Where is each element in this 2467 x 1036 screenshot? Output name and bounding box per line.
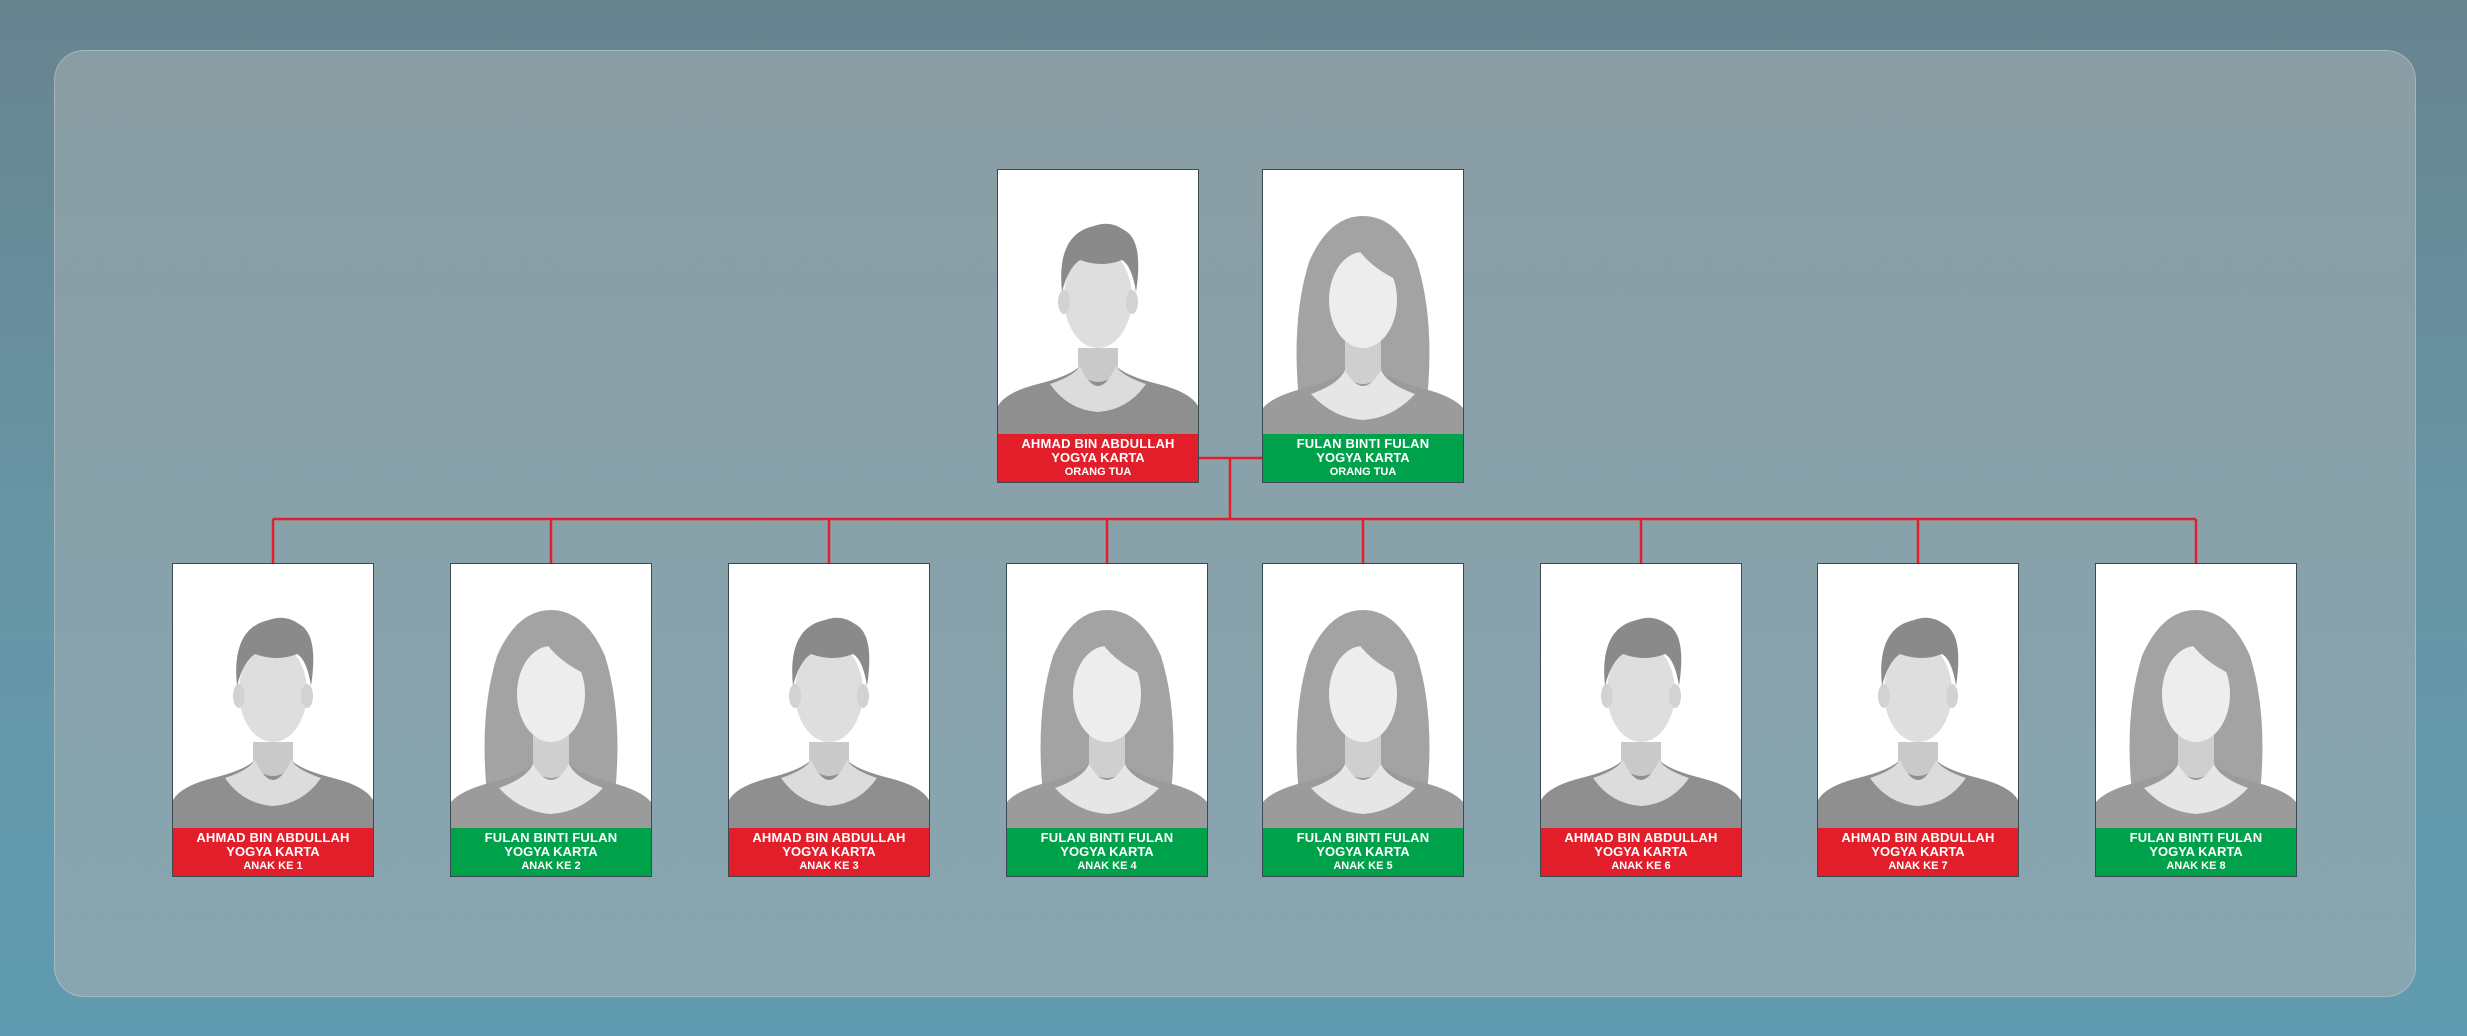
child-label: AHMAD BIN ABDULLAH YOGYA KARTA ANAK KE 7 bbox=[1818, 828, 2018, 876]
child-label: FULAN BINTI FULAN YOGYA KARTA ANAK KE 5 bbox=[1263, 828, 1463, 876]
child-card-3[interactable]: AHMAD BIN ABDULLAH YOGYA KARTA ANAK KE 3 bbox=[728, 563, 930, 877]
person-role: ANAK KE 5 bbox=[1333, 860, 1393, 872]
person-city: YOGYA KARTA bbox=[2149, 844, 2243, 859]
male-avatar-icon bbox=[729, 564, 929, 828]
person-name: AHMAD BIN ABDULLAH bbox=[1841, 830, 1995, 845]
person-name: FULAN BINTI FULAN bbox=[1040, 830, 1174, 845]
child-label: AHMAD BIN ABDULLAH YOGYA KARTA ANAK KE 6 bbox=[1541, 828, 1741, 876]
parent-card-father[interactable]: AHMAD BIN ABDULLAH YOGYA KARTA ORANG TUA bbox=[997, 169, 1199, 483]
parent-label: FULAN BINTI FULAN YOGYA KARTA ORANG TUA bbox=[1263, 434, 1463, 482]
person-city: YOGYA KARTA bbox=[1871, 844, 1965, 859]
male-avatar-icon bbox=[1818, 564, 2018, 828]
child-card-6[interactable]: AHMAD BIN ABDULLAH YOGYA KARTA ANAK KE 6 bbox=[1540, 563, 1742, 877]
person-name: FULAN BINTI FULAN bbox=[2129, 830, 2263, 845]
child-label: AHMAD BIN ABDULLAH YOGYA KARTA ANAK KE 3 bbox=[729, 828, 929, 876]
child-label: FULAN BINTI FULAN YOGYA KARTA ANAK KE 4 bbox=[1007, 828, 1207, 876]
person-city: YOGYA KARTA bbox=[1060, 844, 1154, 859]
female-avatar-icon bbox=[2096, 564, 2296, 828]
child-card-8[interactable]: FULAN BINTI FULAN YOGYA KARTA ANAK KE 8 bbox=[2095, 563, 2297, 877]
person-city: YOGYA KARTA bbox=[226, 844, 320, 859]
child-card-7[interactable]: AHMAD BIN ABDULLAH YOGYA KARTA ANAK KE 7 bbox=[1817, 563, 2019, 877]
parent-card-mother[interactable]: FULAN BINTI FULAN YOGYA KARTA ORANG TUA bbox=[1262, 169, 1464, 483]
person-name: AHMAD BIN ABDULLAH bbox=[1021, 436, 1175, 451]
person-role: ANAK KE 4 bbox=[1077, 860, 1137, 872]
person-city: YOGYA KARTA bbox=[1051, 450, 1145, 465]
female-avatar-icon bbox=[451, 564, 651, 828]
child-card-1[interactable]: AHMAD BIN ABDULLAH YOGYA KARTA ANAK KE 1 bbox=[172, 563, 374, 877]
person-name: AHMAD BIN ABDULLAH bbox=[752, 830, 906, 845]
child-card-2[interactable]: FULAN BINTI FULAN YOGYA KARTA ANAK KE 2 bbox=[450, 563, 652, 877]
parent-label: AHMAD BIN ABDULLAH YOGYA KARTA ORANG TUA bbox=[998, 434, 1198, 482]
person-name: FULAN BINTI FULAN bbox=[1296, 436, 1430, 451]
male-avatar-icon bbox=[173, 564, 373, 828]
male-avatar-icon bbox=[1541, 564, 1741, 828]
female-avatar-icon bbox=[1007, 564, 1207, 828]
person-role: ANAK KE 1 bbox=[243, 860, 303, 872]
person-role: ANAK KE 2 bbox=[521, 860, 581, 872]
person-name: FULAN BINTI FULAN bbox=[1296, 830, 1430, 845]
person-role: ORANG TUA bbox=[1064, 466, 1132, 478]
person-role: ORANG TUA bbox=[1329, 466, 1397, 478]
person-role: ANAK KE 7 bbox=[1888, 860, 1948, 872]
person-role: ANAK KE 3 bbox=[799, 860, 859, 872]
female-avatar-icon bbox=[1263, 564, 1463, 828]
person-name: AHMAD BIN ABDULLAH bbox=[196, 830, 350, 845]
child-card-5[interactable]: FULAN BINTI FULAN YOGYA KARTA ANAK KE 5 bbox=[1262, 563, 1464, 877]
child-card-4[interactable]: FULAN BINTI FULAN YOGYA KARTA ANAK KE 4 bbox=[1006, 563, 1208, 877]
person-name: AHMAD BIN ABDULLAH bbox=[1564, 830, 1718, 845]
person-role: ANAK KE 6 bbox=[1611, 860, 1671, 872]
person-city: YOGYA KARTA bbox=[1594, 844, 1688, 859]
person-name: FULAN BINTI FULAN bbox=[484, 830, 618, 845]
child-label: AHMAD BIN ABDULLAH YOGYA KARTA ANAK KE 1 bbox=[173, 828, 373, 876]
person-city: YOGYA KARTA bbox=[504, 844, 598, 859]
female-avatar-icon bbox=[1263, 170, 1463, 434]
child-label: FULAN BINTI FULAN YOGYA KARTA ANAK KE 2 bbox=[451, 828, 651, 876]
person-city: YOGYA KARTA bbox=[1316, 844, 1410, 859]
family-tree-panel bbox=[54, 50, 2416, 997]
person-city: YOGYA KARTA bbox=[1316, 450, 1410, 465]
male-avatar-icon bbox=[998, 170, 1198, 434]
person-role: ANAK KE 8 bbox=[2166, 860, 2226, 872]
person-city: YOGYA KARTA bbox=[782, 844, 876, 859]
child-label: FULAN BINTI FULAN YOGYA KARTA ANAK KE 8 bbox=[2096, 828, 2296, 876]
